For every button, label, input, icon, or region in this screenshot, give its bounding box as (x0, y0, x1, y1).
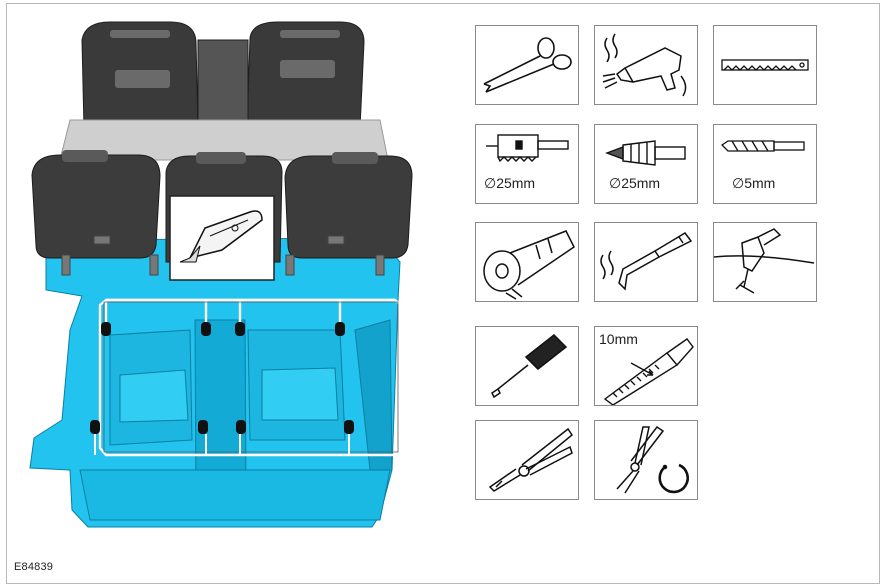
tool-box-air-drill (713, 222, 817, 302)
screwdriver-icon (491, 333, 568, 399)
tool-box-circlip-pliers (594, 420, 698, 500)
tool-box-file: 10mm (594, 326, 698, 406)
tool-box-hole-saw: ∅25mm (475, 124, 579, 204)
figure-frame (6, 3, 880, 584)
step-drill-size: ∅25mm (609, 175, 661, 191)
scissors-icon (483, 37, 572, 93)
step-drill-icon (605, 140, 686, 166)
drill-bit-icon (720, 140, 805, 152)
tool-box-angle-grinder (475, 222, 579, 302)
fastener-markers (90, 322, 354, 434)
tool-box-drill-bit: ∅5mm (713, 124, 817, 204)
tool-box-step-drill: ∅25mm (594, 124, 698, 204)
angle-grinder-icon (483, 230, 575, 300)
tool-box-side-cutters (475, 420, 579, 500)
tool-box-scissors (475, 25, 579, 105)
air-drill-icon (714, 228, 815, 294)
tool-box-soldering-iron (594, 222, 698, 302)
floor-covering (29, 237, 401, 528)
tool-box-heat-gun (594, 25, 698, 105)
saw-blade-icon (721, 59, 809, 71)
figure-id-label: E84839 (14, 561, 54, 573)
file-icon (603, 338, 694, 405)
side-cutter-pliers-icon (488, 427, 574, 492)
utility-knife-callout (169, 195, 275, 281)
file-size: 10mm (599, 331, 638, 347)
soldering-iron-icon (600, 232, 693, 291)
hole-saw-size: ∅25mm (484, 175, 536, 191)
drill-bit-size: ∅5mm (732, 175, 776, 191)
circlip-pliers-icon (616, 425, 689, 494)
tool-box-screwdriver (475, 326, 579, 406)
heat-gun-icon (602, 33, 687, 97)
tool-box-saw-blade (713, 25, 817, 105)
hole-saw-icon (486, 134, 569, 163)
